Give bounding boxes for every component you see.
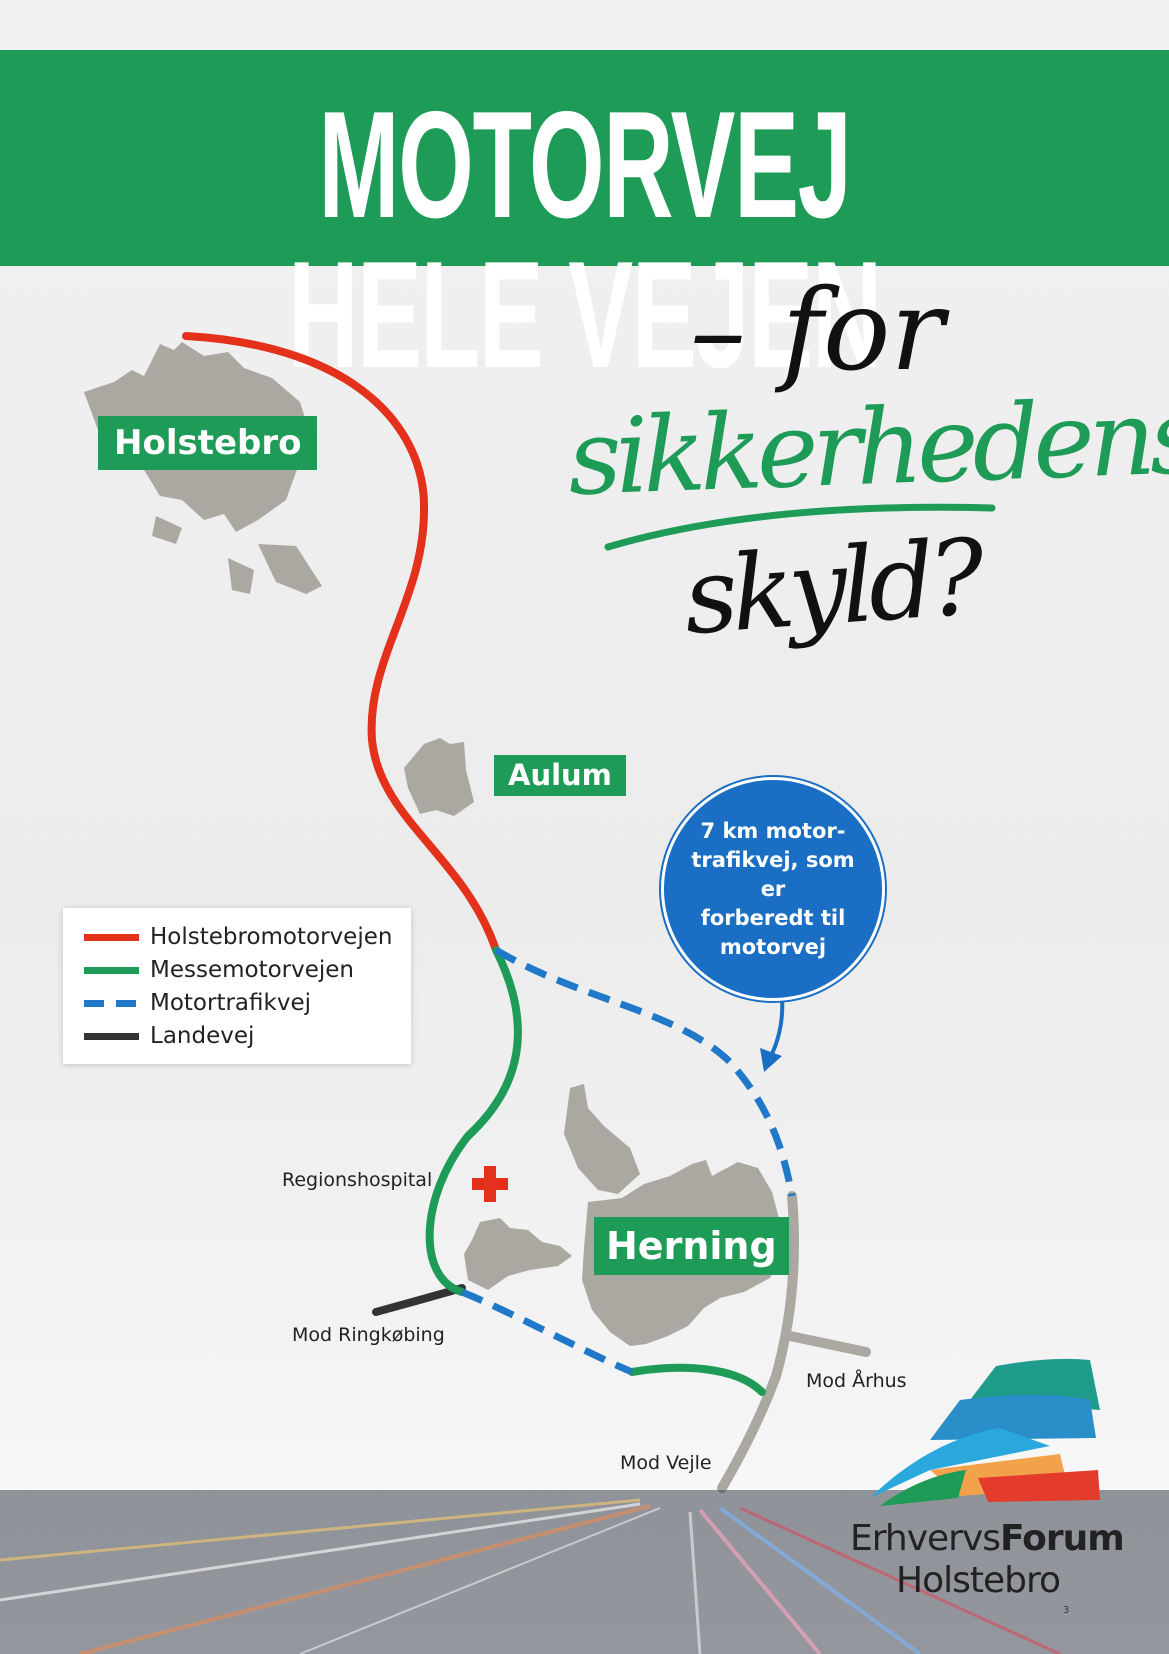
label-mod-ringkobing: Mod Ringkøbing — [292, 1324, 445, 1346]
town-label-holstebro: Holstebro — [98, 416, 318, 470]
light-trail-6 — [688, 1511, 702, 1654]
hospital-cross-icon — [472, 1166, 508, 1202]
legend-label: Holstebromotorvejen — [150, 924, 393, 950]
legend-item-motortrafikvej: Motortrafikvej — [84, 988, 311, 1018]
legend-label: Landevej — [150, 1023, 255, 1049]
legend-swatch — [84, 1032, 139, 1040]
title-banner: MOTORVEJ HELE VEJEN — [0, 50, 1169, 391]
herning-west-shape — [464, 1218, 572, 1290]
legend-swatch — [84, 966, 139, 974]
holstebromotorvejen-line — [182, 332, 500, 954]
logo-holstebro: Holstebro — [896, 1560, 1061, 1601]
herning-north-shape — [564, 1084, 640, 1194]
holstebro-south-shape — [258, 544, 322, 594]
road-north-south — [717, 1191, 799, 1493]
logo-forum: Forum — [1000, 1518, 1125, 1559]
label-regionshospital: Regionshospital — [282, 1169, 433, 1191]
light-trail-8 — [299, 1507, 661, 1654]
legend-swatch — [84, 999, 139, 1007]
landevej-ringkobing — [372, 1284, 466, 1316]
label-mod-vejle: Mod Vejle — [620, 1452, 712, 1474]
aulum-town-shape — [404, 738, 474, 816]
light-trail-7 — [739, 1506, 1061, 1654]
messemotorvejen-east — [628, 1363, 766, 1396]
callout-badge: 7 km motor- trafikvej, som er forberedt … — [664, 780, 882, 998]
callout-arrowhead — [760, 1048, 782, 1072]
holstebro-south-shape-2 — [228, 558, 254, 594]
legend-item-messemotorvejen: Messemotorvejen — [84, 955, 354, 985]
slogan-for: – for — [690, 266, 945, 396]
light-trail-2 — [0, 1502, 641, 1602]
callout-text: 7 km motor- trafikvej, som er forberedt … — [691, 818, 855, 959]
legend-item-landevej: Landevej — [84, 1021, 254, 1051]
map-legend: Holstebromotorvejen Messemotorvejen Moto… — [63, 908, 411, 1064]
erhvervsforum-logo-mark — [870, 1358, 1100, 1506]
legend-label: Motortrafikvej — [150, 990, 311, 1016]
holstebro-west-shape — [152, 516, 182, 544]
slogan-underline — [604, 503, 996, 551]
legend-swatch — [84, 933, 139, 941]
page-number: 3 — [1063, 1605, 1070, 1616]
callout-arrow-icon — [768, 997, 785, 1059]
messemotorvejen-line — [425, 946, 522, 1296]
light-trail-3 — [79, 1504, 651, 1654]
banner-title: MOTORVEJ HELE VEJEN — [288, 80, 882, 400]
light-trail-4 — [698, 1508, 822, 1654]
light-trail-1 — [0, 1498, 641, 1562]
legend-item-holstebromotorvejen: Holstebromotorvejen — [84, 922, 392, 952]
town-label-herning: Herning — [594, 1217, 789, 1275]
town-label-aulum: Aulum — [494, 755, 626, 796]
motortrafikvej-east — [494, 946, 796, 1197]
legend-label: Messemotorvejen — [150, 957, 355, 983]
light-trail-5 — [718, 1506, 922, 1654]
logo-wordmark: ErhvervsForum — [850, 1518, 1125, 1559]
label-mod-arhus: Mod Århus — [806, 1370, 907, 1392]
road-arhus — [785, 1331, 871, 1357]
logo-erhvervs: Erhvervs — [850, 1518, 1001, 1559]
